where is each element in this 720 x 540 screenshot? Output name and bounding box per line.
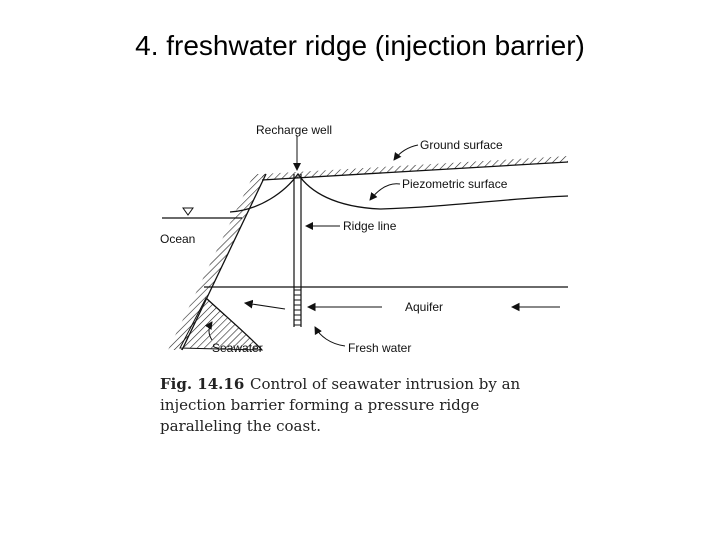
recharge-well <box>293 174 302 327</box>
fresh-water-label: Fresh water <box>348 341 411 355</box>
recharge-well-label: Recharge well <box>256 123 332 137</box>
caption-line-2: injection barrier forming a pressure rid… <box>160 396 479 414</box>
ground-surface-leader <box>393 144 419 161</box>
ground-surface-label: Ground surface <box>420 138 503 152</box>
fresh-water-leader <box>314 326 346 347</box>
water-level-symbol <box>182 207 194 216</box>
aquifer-label: Aquifer <box>405 300 443 314</box>
piezometric-leader <box>369 183 401 201</box>
piezometric-surface <box>229 172 569 213</box>
figure-number: Fig. 14.16 <box>160 375 244 393</box>
ridge-line-label: Ridge line <box>343 219 397 233</box>
injection-barrier-diagram: Recharge well Ground surface Piezometric… <box>160 123 569 435</box>
ground-surface-line <box>261 161 569 181</box>
caption-line-1: Control of seawater intrusion by an <box>250 375 521 393</box>
ocean-label: Ocean <box>160 232 195 246</box>
seawater-leader <box>204 321 213 341</box>
caption-line-3: paralleling the coast. <box>160 417 321 435</box>
slide-title: 4. freshwater ridge (injection barrier) <box>135 30 585 61</box>
piezometric-surface-label: Piezometric surface <box>402 177 508 191</box>
ground-surface-hatch <box>262 156 568 180</box>
flow-arrow-seaward <box>243 299 286 310</box>
seawater-label: Seawater <box>212 341 263 355</box>
fresh-seawater-interface <box>205 297 263 351</box>
